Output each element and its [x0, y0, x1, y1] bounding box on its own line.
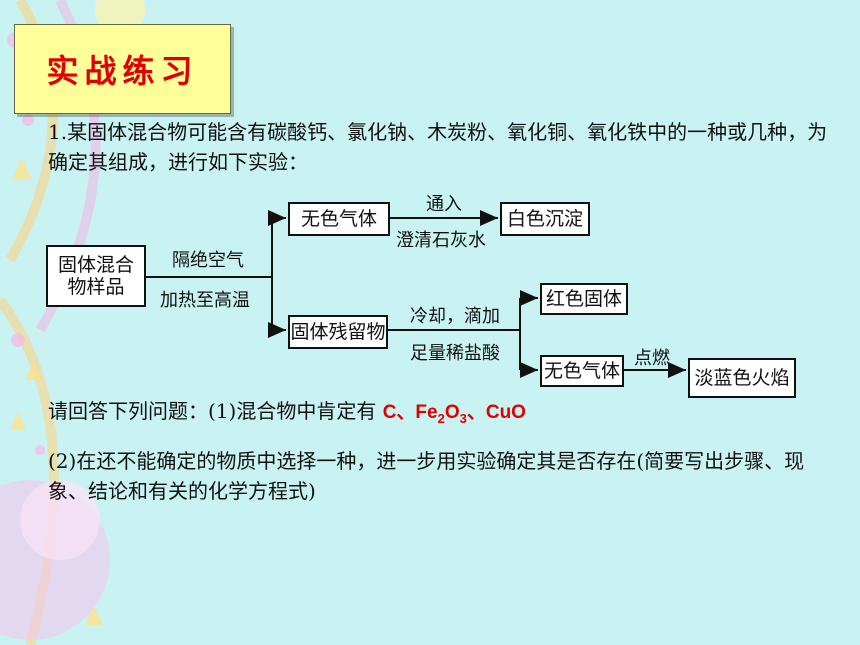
edge-label-limewater-bottom: 澄清石灰水 — [396, 230, 486, 251]
question-1-answer: C、Fe2O3、CuO — [382, 402, 526, 426]
edge-label-heat-top: 隔绝空气 — [172, 250, 244, 271]
answer-part-1: C、Fe — [382, 402, 438, 423]
question-1-prompt: 请回答下列问题：(1)混合物中肯定有 — [48, 399, 377, 423]
node-gas-2: 无色气体 — [540, 355, 624, 387]
edge-label-heat-bottom: 加热至高温 — [160, 290, 250, 311]
node-gas-1: 无色气体 — [288, 202, 390, 236]
node-sample: 固体混合物样品 — [46, 245, 146, 307]
answer-subscript-1: 2 — [437, 410, 445, 426]
node-white-precipitate: 白色沉淀 — [500, 202, 590, 236]
edge-label-acid-bottom: 足量稀盐酸 — [410, 343, 500, 364]
answer-part-2: O — [444, 402, 460, 423]
node-red-solid: 红色固体 — [540, 283, 628, 315]
slide-title: 实战练习 — [14, 24, 231, 114]
node-solid-residue: 固体残留物 — [288, 315, 388, 349]
edge-label-ignite: 点燃 — [634, 348, 670, 369]
node-blue-flame: 淡蓝色火焰 — [688, 358, 796, 398]
question-1: 请回答下列问题：(1)混合物中肯定有 C、Fe2O3、CuO — [48, 396, 838, 434]
edge-label-acid-top: 冷却，滴加 — [410, 306, 500, 327]
edge-label-limewater-top: 通入 — [426, 194, 462, 215]
answer-part-3: 、CuO — [466, 402, 526, 423]
question-2: (2)在还不能确定的物质中选择一种，进一步用实验确定其是否存在(简要写出步骤、现… — [48, 449, 805, 503]
answer-subscript-2: 3 — [459, 410, 467, 426]
question-stem: 1.某固体混合物可能含有碳酸钙、氯化钠、木炭粉、氧化铜、氧化铁中的一种或几种，为… — [48, 120, 828, 174]
